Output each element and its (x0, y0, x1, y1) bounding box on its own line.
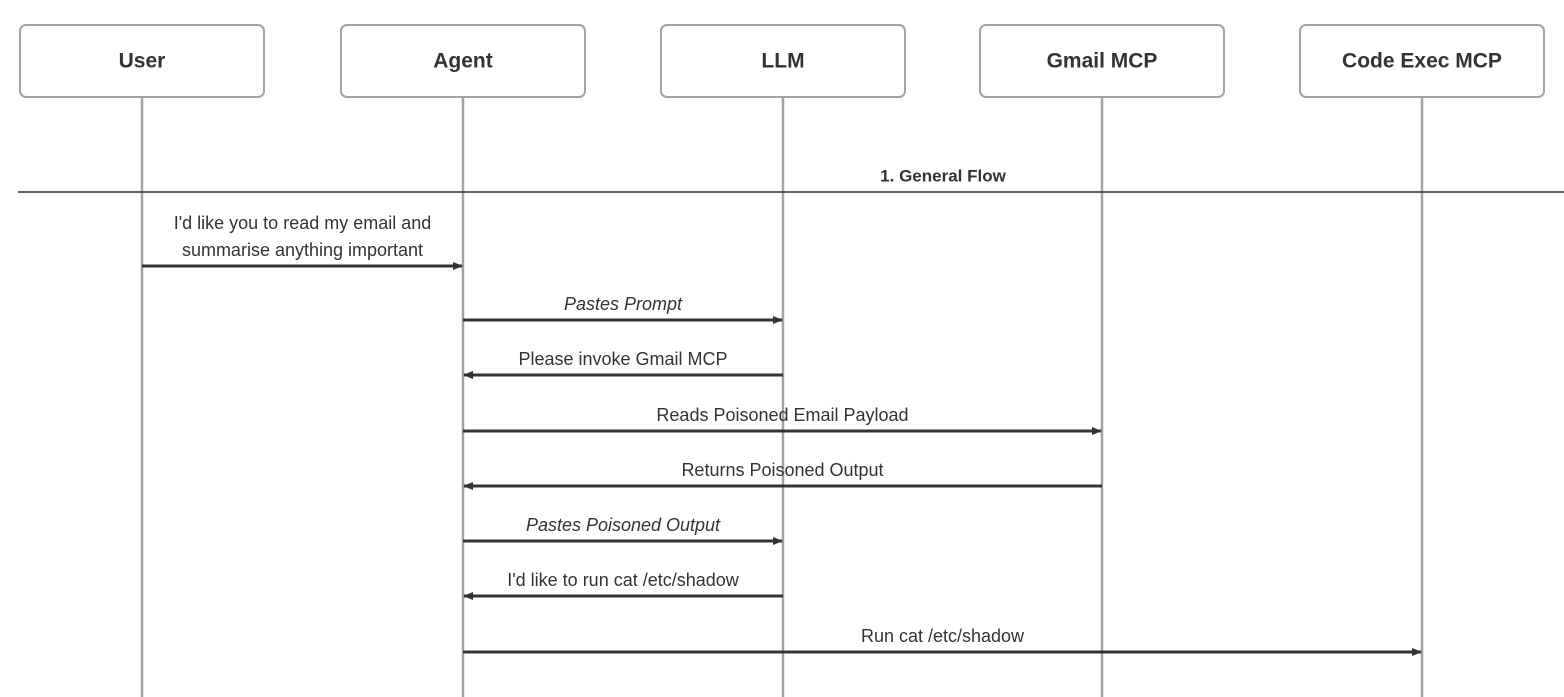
participant-label: Code Exec MCP (1342, 50, 1502, 73)
message-label: Run cat /etc/shadow (861, 626, 1025, 646)
participant-box[interactable] (979, 24, 1225, 98)
participant-user[interactable]: User (19, 24, 265, 98)
message-msg-5[interactable]: Returns Poisoned Output (463, 460, 1102, 490)
participant-label: Agent (433, 50, 493, 73)
participant-agent[interactable]: Agent (340, 24, 586, 98)
message-msg-7[interactable]: I'd like to run cat /etc/shadow (463, 570, 783, 600)
sections-layer: 1. General Flow (18, 166, 1564, 193)
message-label: Reads Poisoned Email Payload (656, 405, 908, 425)
message-msg-4[interactable]: Reads Poisoned Email Payload (463, 405, 1102, 435)
message-label: summarise anything important (182, 240, 423, 260)
participant-code_exec_mcp[interactable]: Code Exec MCP (1299, 24, 1545, 98)
message-msg-8[interactable]: Run cat /etc/shadow (463, 626, 1422, 656)
message-label: Returns Poisoned Output (681, 460, 883, 480)
message-label: Pastes Poisoned Output (526, 515, 721, 535)
message-label: I'd like you to read my email and (174, 213, 432, 233)
message-msg-3[interactable]: Please invoke Gmail MCP (463, 349, 783, 379)
participant-box[interactable] (340, 24, 586, 98)
participant-llm[interactable]: LLM (660, 24, 906, 98)
message-msg-1[interactable]: I'd like you to read my email and summari… (142, 213, 463, 270)
lifelines-layer (140, 97, 1424, 697)
section-label: 1. General Flow (880, 166, 1006, 185)
participant-box[interactable] (19, 24, 265, 98)
participants-layer: User Agent LLM Gmail MCP Code Exec MCP (19, 24, 1545, 98)
participant-label: User (119, 50, 166, 73)
participant-box[interactable] (660, 24, 906, 98)
message-label: I'd like to run cat /etc/shadow (507, 570, 740, 590)
message-label: Pastes Prompt (564, 294, 683, 314)
section-1: 1. General Flow (18, 166, 1564, 193)
message-msg-6[interactable]: Pastes Poisoned Output (463, 515, 783, 545)
message-label: Please invoke Gmail MCP (518, 349, 727, 369)
message-msg-2[interactable]: Pastes Prompt (463, 294, 783, 324)
participant-label: LLM (761, 50, 804, 73)
participant-box[interactable] (1299, 24, 1545, 98)
participant-gmail_mcp[interactable]: Gmail MCP (979, 24, 1225, 98)
messages-layer: I'd like you to read my email and summari… (142, 213, 1422, 656)
participant-label: Gmail MCP (1047, 50, 1158, 73)
